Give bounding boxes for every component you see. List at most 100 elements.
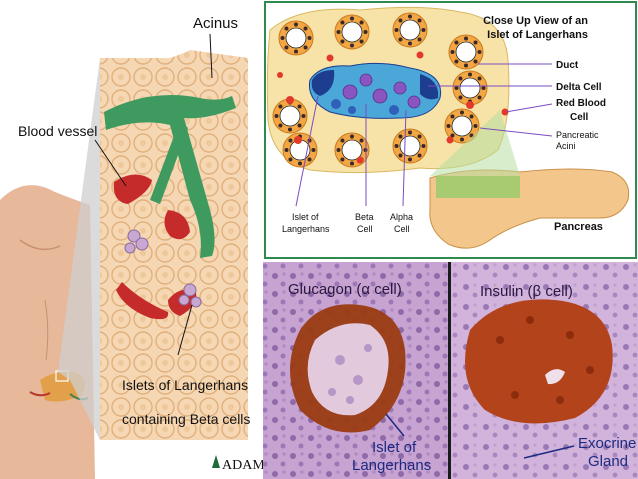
acinus-nucleus [421,144,426,148]
acinus-nucleus [350,16,354,21]
left-panel: Acinus Blood vessel Islets of Langerhans… [0,0,268,479]
acinus-nucleus [408,157,412,162]
acinus-nucleus [340,157,345,162]
stained-beta-region [465,299,613,424]
panel-divider [448,262,451,479]
acinus-nucleus [284,148,289,152]
blood-vessel-label: Blood vessel [18,123,97,139]
acinus-nucleus [477,76,482,81]
acinus-nucleus [284,26,289,31]
acinus-nucleus [340,20,345,25]
acinus-nucleus [421,28,426,32]
acinus-lumen [341,21,363,43]
acinus-nucleus [458,95,463,100]
acinus-nucleus [450,114,455,119]
acinus-nucleus [340,39,345,44]
bottom-right-panel: Insulin (β cell) Exocrine Gland [451,262,638,479]
acinus-nucleus [294,49,298,54]
acinus-lumen [341,139,363,161]
acinus-nucleus [359,20,364,25]
acinus-nucleus [469,114,474,119]
acinus-nucleus [464,36,468,41]
acinus-nucleus [336,30,341,34]
acinus-nucleus [454,59,459,64]
acinus-nucleus [359,138,364,143]
acinus-nucleus [340,138,345,143]
acinus-nucleus [297,123,302,128]
islet-label-2: Langerhans [282,224,330,234]
acinus-nucleus [288,157,293,162]
acinus-nucleus [464,63,468,68]
acinus-nucleus [301,114,306,118]
exocrine-pointer [523,445,575,459]
acinus-nucleus [473,59,478,64]
acinus-nucleus [408,130,412,135]
acinus-nucleus [454,86,459,90]
red-blood-cells [277,51,509,164]
red-blood-cell-label-2: Cell [570,112,589,123]
pointer-lines [295,63,553,207]
acinus-nucleus [460,137,464,142]
alpha-cell-label-1: Alpha [390,212,413,222]
bottom-left-panel: Glucagon (α cell) Islet of Langerhans [263,262,448,479]
acinus-lumen [399,19,421,41]
acini-label-2: Acini [556,141,576,151]
acinus-nucleus [473,40,478,45]
acinus-nucleus [398,18,403,23]
acinus-nucleus [398,134,403,139]
acinus-nucleus [477,50,482,54]
top-right-panel: Close Up View of an Islet of Langerhans … [263,0,638,262]
acinus-nucleus [394,144,399,148]
acinus-nucleus [450,133,455,138]
acinus-label: Acinus [193,15,238,32]
title-line2: Islet of Langerhans [487,29,588,41]
acinus-nucleus [408,41,412,46]
acinus-nucleus [336,148,341,152]
adam-logo-icon [212,455,220,468]
islets-label-line2: containing Beta cells [122,411,250,427]
acinus-nucleus [278,123,283,128]
islet-label-1: Islet of [292,212,319,222]
zoom-wedge [430,110,520,176]
insulin-title: Insulin (β cell) [480,283,573,300]
acinus-nucleus [294,22,298,27]
acinus-nucleus [350,134,354,139]
acinus-nucleus [359,39,364,44]
acinus-nucleus [303,26,308,31]
acini-label-1: Pancreatic [556,130,599,140]
magnified-tissue [100,50,248,440]
red-blood-cell-label-1: Red Blood [556,98,606,109]
blood-vessel-green [104,95,236,258]
acinus-nucleus [408,14,412,19]
pancreas-organ [429,110,630,249]
acinus-nucleus [307,36,312,40]
acinus-nucleus [417,37,422,42]
acinus-nucleus [298,161,302,166]
alpha-cell-label-2: Cell [394,224,410,234]
islet-label-line1: Islet of [372,439,417,456]
duct-label: Duct [556,60,579,71]
acinus-nucleus [417,18,422,23]
exocrine-label-line1: Exocrine [578,435,636,452]
islets-label-line1: Islets of Langerhans [122,377,248,393]
islet-label-line2: Langerhans [352,457,431,474]
acinus-nucleus [450,50,455,54]
acinus-nucleus [288,127,292,132]
title-line1: Close Up View of an [483,15,588,27]
acinus-nucleus [394,28,399,32]
acinus-nucleus [454,40,459,45]
acinus-nucleus [398,153,403,158]
acinus-nucleus [417,153,422,158]
red-blood-cell [164,210,190,240]
acinus-nucleus [307,157,312,162]
islet-pointer [385,413,405,437]
acinus-nucleus [468,72,472,77]
islet-cluster [308,62,442,119]
acinus-nucleus [274,114,279,118]
beta-cell-label-1: Beta [355,212,374,222]
acinus-nucleus [311,148,316,152]
acinus-nucleus [363,30,368,34]
acinus-lumen [455,41,477,63]
acinus-nucleus [288,138,293,143]
